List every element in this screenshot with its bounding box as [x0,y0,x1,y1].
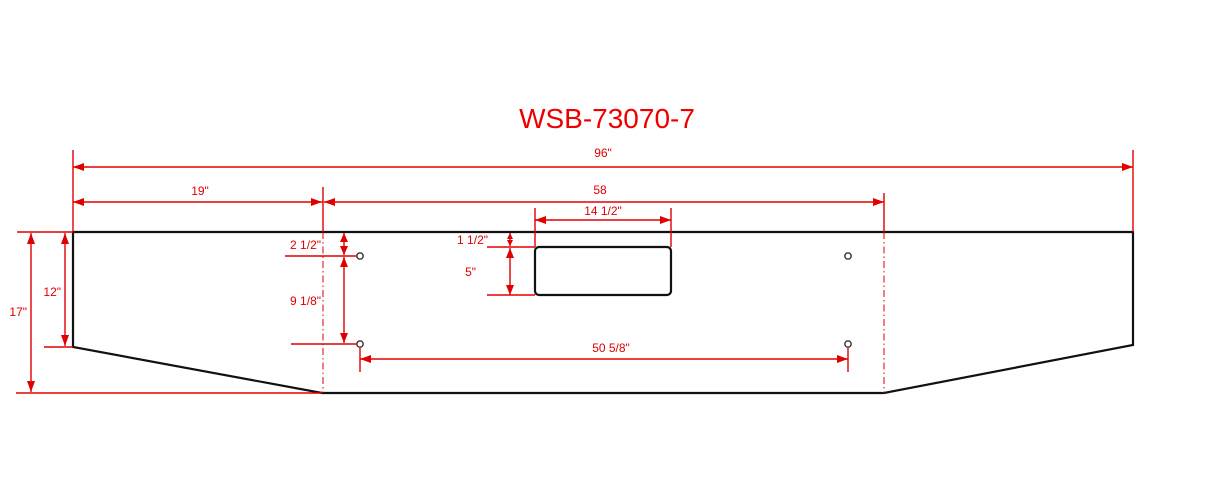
dimension-center-section-length: 58 [324,183,885,232]
mounting-hole-bottom-right [844,340,852,348]
arrow-up-icon [507,233,513,239]
dimension-hole-top-offset: 2 1/2" [285,233,357,257]
arrow-right-icon [660,216,671,224]
dimension-overall-length: 96" [72,146,1134,232]
mounting-hole-top-right [844,252,852,260]
slot-top-offset-label: 1 1/2" [457,233,488,247]
dimension-hole-vertical-spacing: 9 1/8" [290,257,357,345]
arrow-up-icon [340,257,348,267]
center-slot [533,245,673,297]
arrow-left-icon [360,355,371,363]
hole-vertical-spacing-label: 9 1/8" [290,294,321,308]
arrow-down-icon [27,381,35,392]
arrow-right-icon [1122,163,1133,171]
arrow-right-icon [873,198,884,206]
arrow-down-icon [340,246,348,255]
arrow-down-icon [506,285,514,295]
arrow-down-icon [507,240,513,246]
mounting-hole-top-left [356,252,364,260]
arrow-left-icon [73,163,84,171]
mounting-hole-bottom-left [356,340,364,348]
hole-horizontal-spacing-label: 50 5/8" [592,341,630,355]
end-height-label: 12" [43,285,61,299]
arrow-up-icon [506,248,514,258]
dimension-hole-horizontal-spacing: 50 5/8" [359,341,849,372]
dimension-slot-height: 5" [465,248,535,296]
overall-length-label: 96" [594,146,612,160]
arrow-down-icon [340,333,348,343]
dimension-end-taper-length: 19" [73,184,324,232]
dimension-slot-top-offset: 1 1/2" [457,233,535,248]
end-taper-length-label: 19" [191,184,209,198]
arrow-right-icon [837,355,848,363]
slot-width-label: 14 1/2" [584,204,622,218]
overall-height-label: 17" [9,305,27,319]
dimension-end-height: 12" [17,231,73,348]
arrow-left-icon [324,198,335,206]
dimension-slot-width: 14 1/2" [534,204,672,247]
arrow-down-icon [61,335,69,346]
arrow-left-icon [73,198,84,206]
hole-top-offset-label: 2 1/2" [290,238,321,252]
part-number-title: WSB-73070-7 [519,103,695,134]
dimension-overall-height: 17" [9,233,322,394]
arrow-up-icon [27,233,35,244]
center-section-length-label: 58 [593,183,607,197]
slot-height-label: 5" [465,265,476,279]
arrow-up-icon [61,233,69,244]
arrow-right-icon [311,198,322,206]
arrow-left-icon [535,216,546,224]
arrow-up-icon [340,233,348,242]
